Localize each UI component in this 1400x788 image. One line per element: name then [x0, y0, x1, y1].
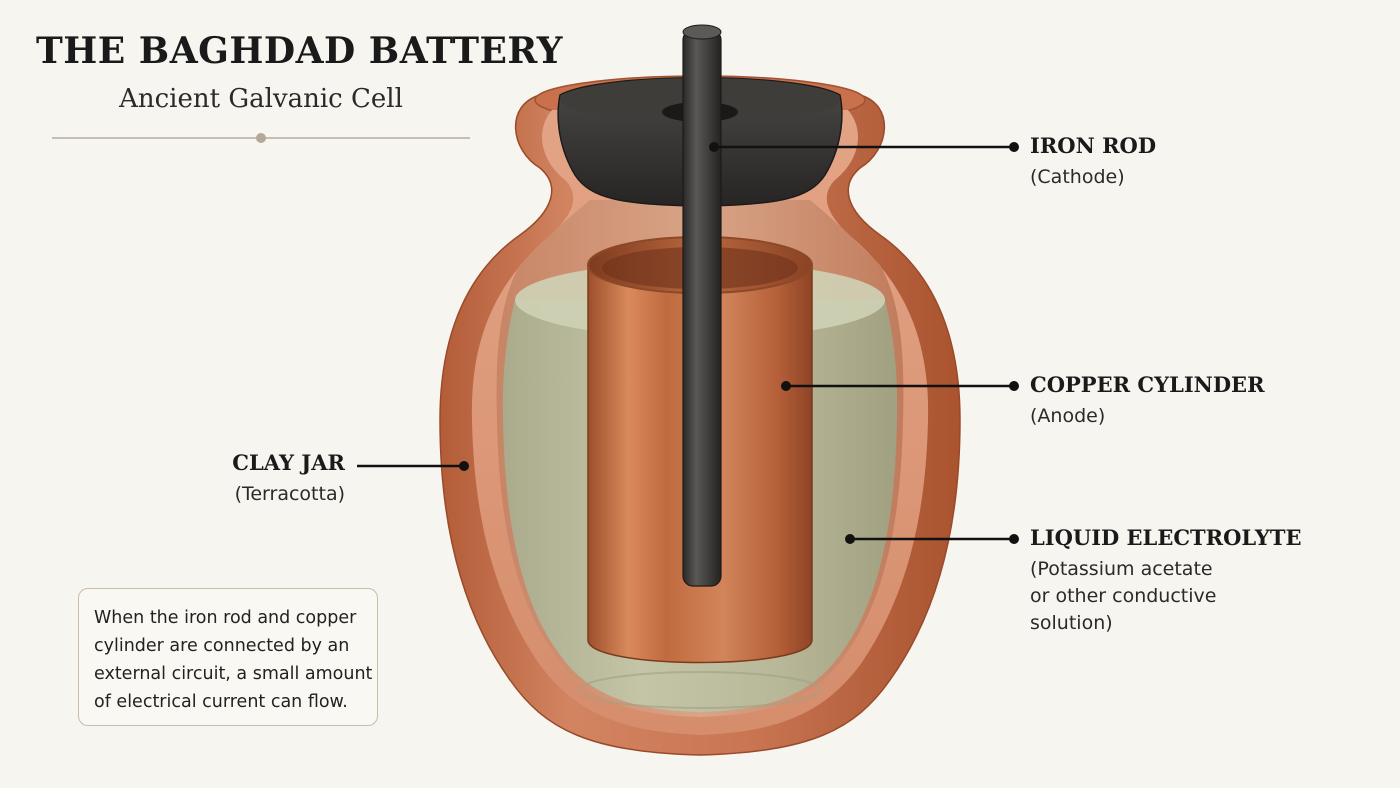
leader-dot-electrolyte-anchor	[845, 534, 855, 544]
iron-rod-shaft	[682, 29, 722, 587]
leader-dot-iron-rod-anchor	[709, 142, 719, 152]
label-clay-jar-detail: (Terracotta)	[234, 483, 345, 505]
note-line: cylinder are connected by an	[94, 636, 350, 656]
label-copper-cylinder-name: COPPER CYLINDER	[1030, 372, 1265, 397]
label-electrolyte: LIQUID ELECTROLYTE (Potassium acetate or…	[1030, 525, 1301, 637]
label-electrolyte-name: LIQUID ELECTROLYTE	[1030, 525, 1302, 550]
diagram-subtitle: Ancient Galvanic Cell	[119, 84, 403, 114]
label-electrolyte-detail-line: (Potassium acetate	[1030, 558, 1213, 580]
label-iron-rod: IRON ROD (Cathode)	[1030, 133, 1156, 191]
iron-rod-top	[682, 24, 722, 40]
leader-dot-iron-rod-end	[1009, 142, 1019, 152]
leader-lines	[357, 145, 1012, 541]
leader-dot-copper-anchor	[781, 381, 791, 391]
leader-dots	[459, 142, 1019, 544]
label-copper-cylinder-detail: (Anode)	[1030, 405, 1106, 427]
label-iron-rod-detail: (Cathode)	[1030, 166, 1125, 188]
note-line: When the iron rod and copper	[94, 608, 357, 628]
label-iron-rod-name: IRON ROD	[1030, 133, 1157, 158]
note-line: external circuit, a small amount	[94, 664, 373, 684]
label-clay-jar: CLAY JAR (Terracotta)	[200, 450, 345, 508]
label-clay-jar-name: CLAY JAR	[232, 450, 345, 475]
diagram-title: THE BAGHDAD BATTERY	[36, 30, 563, 72]
explanation-note: When the iron rod and copper cylinder ar…	[78, 588, 378, 726]
electrolyte-ripple	[579, 671, 821, 709]
leader-dot-copper-end	[1009, 381, 1019, 391]
label-copper-cylinder: COPPER CYLINDER (Anode)	[1030, 372, 1265, 430]
note-line: of electrical current can flow.	[94, 692, 348, 712]
leader-dot-clay-jar-anchor	[459, 461, 469, 471]
leader-dot-electrolyte-end	[1009, 534, 1019, 544]
label-electrolyte-detail-line: or other conductive	[1030, 585, 1217, 607]
label-electrolyte-detail-line: solution)	[1030, 612, 1113, 634]
divider-ornament	[256, 133, 266, 143]
label-electrolyte-detail: (Potassium acetate or other conductive s…	[1030, 556, 1301, 637]
